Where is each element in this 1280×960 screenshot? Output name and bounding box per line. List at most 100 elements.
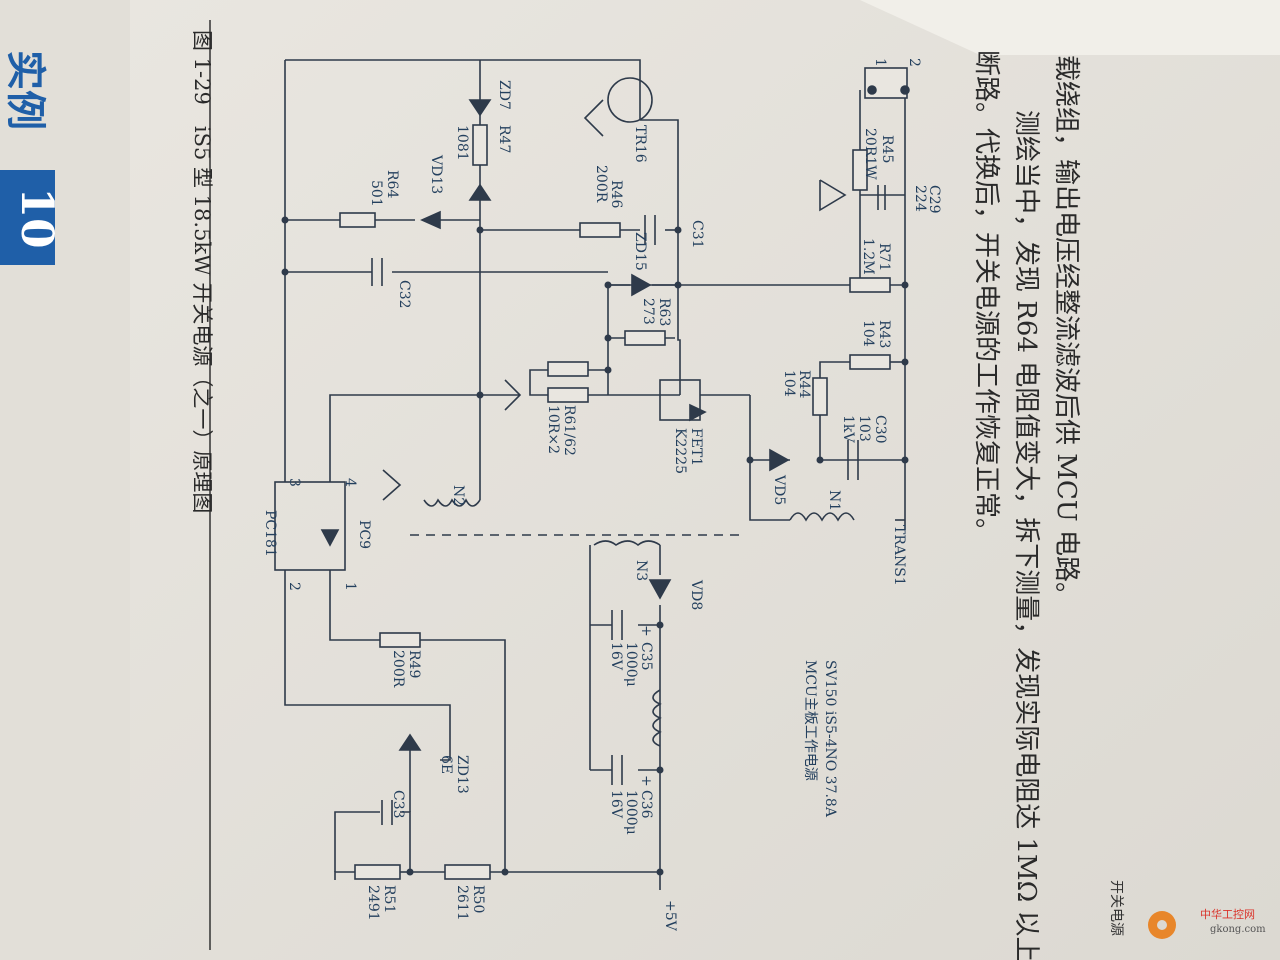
c29-ref: C29 xyxy=(926,185,942,214)
r46-symbol xyxy=(579,222,621,238)
fet1-diode xyxy=(689,403,707,422)
r71-ref: R71 xyxy=(876,243,892,271)
symbols xyxy=(274,67,910,880)
vd13b-symbol xyxy=(420,210,441,230)
pin-label-2: 2 xyxy=(906,58,922,67)
junction xyxy=(604,366,612,374)
body-text-line2: 测绘当中，发现 R64 电阻值变大，拆下测量，发现实际电阻达 1MΩ 以上 xyxy=(1011,110,1041,960)
r51-ref: R51 xyxy=(381,885,397,913)
c36-ref: C36 xyxy=(638,790,654,819)
ground-symbol-2 xyxy=(583,99,604,137)
r45-symbol xyxy=(852,149,868,191)
c36-val2: 16V xyxy=(608,790,624,819)
junction xyxy=(901,456,909,464)
r64-ref: R64 xyxy=(384,170,400,198)
r47-val: 1081 xyxy=(454,125,470,161)
n1-coil xyxy=(789,512,855,522)
c35-plus: + xyxy=(638,625,654,637)
junction xyxy=(656,621,664,629)
output-label: +5V xyxy=(662,900,678,932)
watermark-name: 中华工控网 xyxy=(1200,907,1255,921)
pin-label-1b: 1 xyxy=(342,582,358,591)
c29-val: 224 xyxy=(912,185,928,212)
zd15-ref: ZD15 xyxy=(632,232,648,271)
ground-symbol-1 xyxy=(819,179,847,212)
c36-val1: 1000μ xyxy=(623,790,639,835)
chapter-label: 实例 xyxy=(2,50,49,130)
header-right: 开关电源 xyxy=(1108,880,1124,936)
c32-ref: C32 xyxy=(396,280,412,309)
r50-val: 2611 xyxy=(454,885,470,921)
page-sheet xyxy=(110,0,1280,960)
pc9-ref: PC9 xyxy=(356,520,372,549)
vd13-ref: VD13 xyxy=(428,154,444,194)
r49-ref: R49 xyxy=(406,650,422,678)
junctions xyxy=(281,216,909,876)
body-text-line1: 载绕组，输出电压经整流滤波后供 MCU 电路。 xyxy=(1051,55,1081,608)
body-text-line3: 断路。代换后，开关电源的工作恢复正常。 xyxy=(971,50,1001,544)
tr16-ref: TR16 xyxy=(632,125,648,163)
junction xyxy=(604,334,612,342)
r47-ref: R47 xyxy=(496,125,512,153)
r44-val: 104 xyxy=(781,370,797,397)
trans1-ref: TRANS1 xyxy=(891,525,907,586)
chapter-number: 10 xyxy=(11,187,62,248)
c36-plus: + xyxy=(638,775,654,787)
inductor-symbol xyxy=(652,689,662,747)
vd5-symbol xyxy=(769,448,790,472)
zd13-symbol xyxy=(398,733,422,751)
junction xyxy=(674,226,682,234)
junction xyxy=(406,868,414,876)
board-note-line1: SV150 iS5-4NO 37.8A xyxy=(822,660,838,818)
junction xyxy=(901,281,909,289)
chapter-tab: 10 实例 xyxy=(0,50,62,265)
ground-symbol-4 xyxy=(382,469,402,501)
zd13-ref: ZD13 xyxy=(454,755,470,794)
c30-ref: C30 xyxy=(872,415,888,444)
junction xyxy=(281,216,289,224)
junction xyxy=(674,281,682,289)
r45-ref: R45 xyxy=(879,135,895,163)
junction xyxy=(604,281,612,289)
r47-symbol xyxy=(472,124,488,166)
n2-ref: N2 xyxy=(450,485,466,506)
junction xyxy=(476,226,484,234)
r71-symbol xyxy=(849,277,891,293)
pc9-val: PC181 xyxy=(262,510,278,557)
r6162-val: 10R×2 xyxy=(545,405,561,454)
fet1-ref: FET1 xyxy=(688,428,704,466)
zd13-val: 6E xyxy=(438,755,454,774)
r51-symbol xyxy=(354,864,401,880)
junction xyxy=(656,766,664,774)
chapter-tab-box xyxy=(0,170,55,265)
junction xyxy=(501,868,509,876)
fet1-val: K2225 xyxy=(672,428,688,474)
pin2-dot xyxy=(900,85,910,95)
watermark-url: gkong.com xyxy=(1210,924,1266,935)
pin1-dot xyxy=(867,85,877,95)
r44-symbol xyxy=(812,377,828,416)
r63-ref: R63 xyxy=(656,298,672,326)
r63-symbol xyxy=(624,330,666,346)
ground-symbol-3 xyxy=(504,379,522,411)
junction xyxy=(901,358,909,366)
r49-symbol xyxy=(379,632,421,648)
page-underneath-edge xyxy=(860,0,1280,55)
r6162-ref: R61/62 xyxy=(561,405,577,456)
pc9-led xyxy=(320,529,340,547)
c35-ref: C35 xyxy=(638,642,654,671)
n1-ref: N1 xyxy=(826,490,842,511)
r46-val: 200R xyxy=(593,165,609,203)
junction xyxy=(816,456,824,464)
board-note-line2: MCU主板工作电源 xyxy=(802,660,818,781)
r43-symbol xyxy=(849,354,891,370)
r43-ref: R43 xyxy=(876,320,892,348)
labels: 2 1 R45 20R1W C29 224 R71 1.2M R43 104 R… xyxy=(262,58,942,932)
r50-symbol xyxy=(444,864,491,880)
pin-label-4: 4 xyxy=(342,478,358,487)
pin-label-3: 3 xyxy=(286,478,302,487)
zd15-symbol xyxy=(631,273,652,297)
pin-label-2b: 2 xyxy=(286,582,302,591)
